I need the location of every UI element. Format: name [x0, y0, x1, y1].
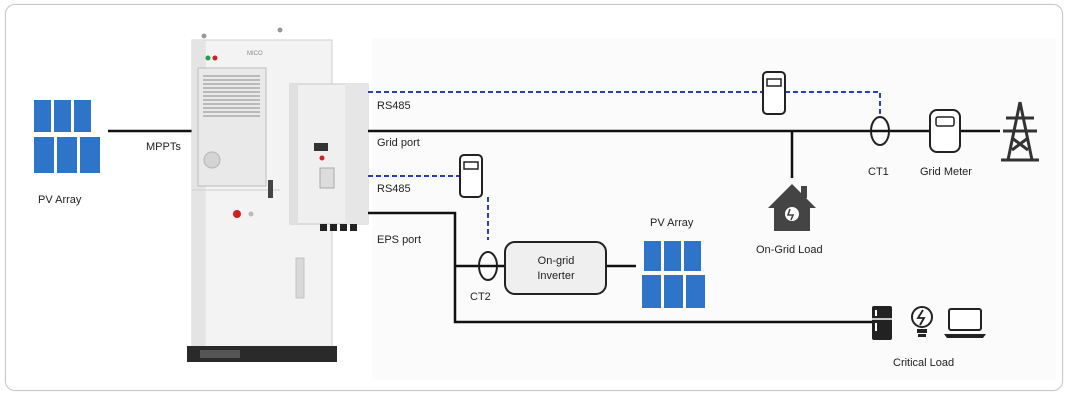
- solar-panel-icon: [34, 100, 100, 173]
- energy-meter-icon: [762, 71, 786, 115]
- on-grid-inverter-line2: Inverter: [537, 270, 575, 282]
- eps-port-label: EPS port: [377, 234, 421, 246]
- critical-load-label: Critical Load: [893, 357, 954, 369]
- energy-meter-icon: [459, 154, 483, 198]
- ct2-label: CT2: [470, 291, 491, 303]
- grid-meter-label: Grid Meter: [920, 166, 972, 178]
- pv-array-left-label: PV Array: [38, 194, 82, 206]
- grid-port-label: Grid port: [377, 137, 420, 149]
- solar-panel-icon: [642, 241, 705, 308]
- cabinet-brand: MICO: [247, 51, 263, 57]
- emergency-stop-button: [233, 210, 241, 218]
- rs485-comm-lines: [368, 91, 881, 240]
- on-grid-load-label: On-Grid Load: [756, 244, 823, 256]
- bulb-icon: [911, 306, 933, 337]
- battery-cabinet: MICO: [187, 27, 337, 362]
- house-load-icon: [768, 184, 816, 231]
- power-wires: [368, 129, 1000, 324]
- rs485-mid-label: RS485: [377, 183, 411, 195]
- hybrid-inverter: [289, 83, 369, 231]
- on-grid-inverter-box: [504, 241, 607, 295]
- on-grid-inverter-line1: On-grid: [538, 255, 575, 267]
- transmission-tower-icon: [1001, 101, 1039, 162]
- rs485-top-label: RS485: [377, 100, 411, 112]
- pv-array-right-label: PV Array: [650, 217, 694, 229]
- ct1-label: CT1: [868, 166, 889, 178]
- fridge-icon: [872, 306, 892, 340]
- laptop-icon: [944, 308, 986, 338]
- mppts-label: MPPTs: [146, 141, 181, 153]
- grid-meter-icon: [929, 109, 961, 153]
